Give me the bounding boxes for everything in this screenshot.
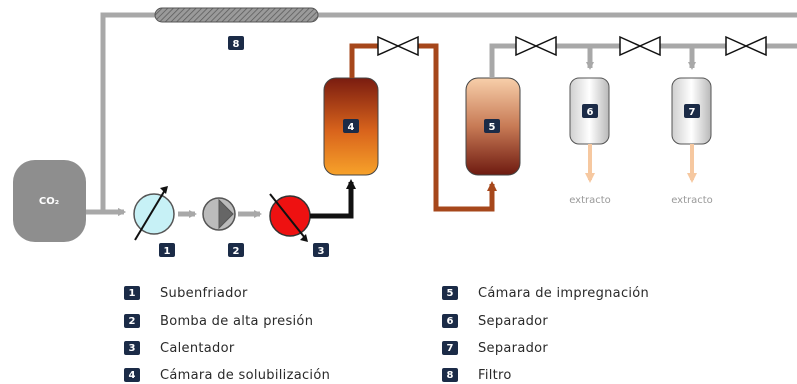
- legend-item: 7 Separador: [442, 339, 548, 357]
- valve-icon: [619, 35, 661, 57]
- valve-icon: [515, 35, 557, 57]
- legend-text: Filtro: [478, 367, 512, 383]
- svg-text:4: 4: [348, 122, 355, 133]
- co2-label: CO₂: [39, 196, 59, 207]
- heated-feed-line: [310, 179, 356, 219]
- heater-icon: [269, 193, 311, 242]
- badge-3: 3: [313, 243, 329, 257]
- legend-badge: 3: [124, 341, 140, 355]
- legend-text: Separador: [478, 340, 549, 356]
- extract-label: extracto: [671, 195, 713, 206]
- badge-2: 2: [228, 243, 244, 257]
- badge-8: 8: [228, 36, 244, 50]
- legend-item: 3 Calentador: [124, 339, 235, 357]
- legend-badge: 8: [442, 368, 458, 382]
- extract-line: [585, 144, 697, 183]
- valve-icon: [725, 35, 767, 57]
- legend-item: 4 Cámara de solubilización: [124, 366, 330, 384]
- legend-item: 2 Bomba de alta presión: [124, 312, 313, 330]
- valve-icon: [377, 35, 419, 57]
- svg-text:6: 6: [587, 107, 594, 118]
- legend-item: 8 Filtro: [442, 366, 512, 384]
- legend-item: 1 Subenfriador: [124, 284, 248, 302]
- legend-text: Calentador: [160, 340, 235, 356]
- legend-badge: 1: [124, 286, 140, 300]
- badge-6: 6: [582, 104, 598, 118]
- badge-7: 7: [684, 104, 700, 118]
- legend-badge: 7: [442, 341, 458, 355]
- filter-icon: [154, 7, 319, 23]
- subcooler-icon: [133, 186, 175, 241]
- legend-badge: 5: [442, 286, 458, 300]
- outlet-line: [489, 43, 797, 78]
- svg-text:8: 8: [233, 39, 240, 50]
- legend-item: 5 Cámara de impregnación: [442, 284, 649, 302]
- legend-text: Subenfriador: [160, 285, 248, 301]
- svg-text:3: 3: [318, 246, 325, 257]
- badge-5: 5: [484, 119, 500, 133]
- legend-text: Cámara de impregnación: [478, 285, 650, 301]
- brown-line: [349, 43, 497, 212]
- legend-badge: 4: [124, 368, 140, 382]
- badge-1: 1: [159, 243, 175, 257]
- high-pressure-pump-icon: [202, 197, 236, 231]
- svg-text:2: 2: [233, 246, 240, 257]
- legend-text: Bomba de alta presión: [160, 313, 314, 329]
- legend-text: Separador: [478, 313, 549, 329]
- badge-4: 4: [343, 119, 359, 133]
- svg-text:5: 5: [489, 122, 496, 133]
- legend-item: 6 Separador: [442, 312, 548, 330]
- svg-text:1: 1: [164, 246, 171, 257]
- feed-line: [86, 208, 262, 218]
- legend-text: Cámara de solubilización: [160, 367, 331, 383]
- legend-badge: 6: [442, 314, 458, 328]
- co2-tank: CO₂: [13, 160, 86, 242]
- svg-text:7: 7: [689, 107, 696, 118]
- legend-badge: 2: [124, 314, 140, 328]
- extract-label: extracto: [569, 195, 611, 206]
